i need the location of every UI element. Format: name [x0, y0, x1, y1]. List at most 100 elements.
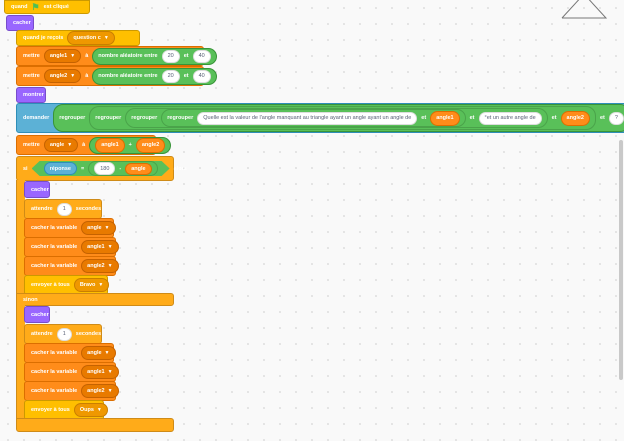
broadcast-label: envoyer à tous	[31, 282, 70, 288]
minus-label: -	[119, 165, 122, 172]
hide-variable-label: cacher la variable	[31, 369, 78, 375]
then-label: alors	[173, 165, 187, 172]
hat-label: quand	[11, 4, 28, 10]
variable-dropdown[interactable]: angle▼	[81, 346, 116, 360]
chevron-down-icon: ▼	[103, 35, 109, 41]
chevron-down-icon: ▼	[70, 73, 76, 79]
show-block[interactable]: montrer	[16, 87, 46, 103]
join-operator[interactable]: regrouper Quelle est la valeur de l'angl…	[161, 109, 466, 127]
hide-variable-block[interactable]: cacher la variable angle▼	[24, 343, 116, 363]
plus-label: +	[128, 142, 132, 148]
text-field[interactable]: °et un autre angle de	[478, 111, 542, 125]
set-label: mettre	[23, 142, 40, 148]
answer-reporter[interactable]: réponse	[44, 162, 77, 175]
set-variable-block[interactable]: mettre angle▼ à angle1+angle2	[16, 135, 172, 155]
set-label: mettre	[23, 73, 40, 79]
equals-operator[interactable]: réponse = 180 - angle	[32, 161, 170, 176]
join-operator[interactable]: regrouper regrouper regrouper Quelle est…	[89, 106, 596, 130]
hide-variable-block[interactable]: cacher la variable angle1▼	[24, 362, 119, 382]
chevron-down-icon: ▼	[98, 282, 104, 288]
join-operator[interactable]: regrouper regrouper Quelle est la valeur…	[125, 108, 548, 128]
and-label: et	[551, 115, 557, 121]
broadcast-block[interactable]: envoyer à tous Bravo▼	[24, 275, 110, 295]
variable-dropdown[interactable]: angle1▼	[81, 365, 119, 379]
and-label: et	[599, 115, 605, 121]
wait-label: attendre	[31, 206, 53, 212]
join-label: regrouper	[167, 115, 194, 121]
hide-block[interactable]: cacher	[24, 181, 50, 198]
variable-reporter[interactable]: angle2	[135, 137, 166, 153]
number-field[interactable]: 40	[192, 49, 211, 63]
to-label: à	[82, 142, 86, 148]
join-label: regrouper	[131, 115, 158, 121]
number-field[interactable]: 20	[161, 69, 180, 83]
hide-block[interactable]: cacher	[24, 306, 50, 323]
message-dropdown[interactable]: Oups▼	[73, 403, 108, 417]
message-dropdown[interactable]: question c▼	[67, 31, 115, 45]
when-flag-clicked-block[interactable]: quand ⚑ est cliqué	[4, 0, 90, 14]
wait-block[interactable]: attendre 1 secondes	[24, 199, 102, 219]
wait-block[interactable]: attendre 1 secondes	[24, 324, 102, 344]
hide-variable-block[interactable]: cacher la variable angle2▼	[24, 256, 119, 276]
chevron-down-icon: ▼	[107, 263, 113, 269]
hide-block[interactable]: cacher	[6, 15, 34, 31]
seconds-label: secondes	[75, 331, 102, 337]
equals-label: =	[81, 165, 85, 172]
and-label: et	[469, 115, 475, 121]
and-label: et	[183, 73, 189, 79]
chevron-down-icon: ▼	[67, 142, 73, 148]
variable-dropdown[interactable]: angle▼	[81, 221, 116, 235]
number-field[interactable]: 20	[161, 49, 180, 63]
join-label: regrouper	[59, 115, 86, 121]
variable-dropdown[interactable]: angle2▼	[81, 259, 119, 273]
variable-reporter[interactable]: angle1	[430, 110, 460, 126]
number-field[interactable]: 40	[192, 69, 211, 83]
green-flag-icon: ⚑	[31, 1, 40, 12]
if-else-block[interactable]: si réponse = 180 - angle alors	[16, 156, 187, 181]
subtract-operator[interactable]: 180 - angle	[88, 161, 157, 176]
variable-dropdown[interactable]: angle2▼	[43, 69, 82, 83]
variable-dropdown[interactable]: angle1▼	[43, 49, 82, 63]
chevron-down-icon: ▼	[104, 350, 110, 356]
hide-label: cacher	[31, 186, 49, 193]
show-label: montrer	[23, 92, 44, 98]
when-receive-label: quand je reçois	[23, 35, 64, 41]
hide-variable-block[interactable]: cacher la variable angle▼	[24, 218, 116, 238]
vertical-scrollbar[interactable]	[619, 140, 623, 380]
random-label: nombre aléatoire entre	[98, 73, 158, 79]
random-label: nombre aléatoire entre	[98, 53, 158, 59]
variable-dropdown[interactable]: angle2▼	[81, 384, 119, 398]
number-field[interactable]: 1	[56, 327, 72, 341]
variable-reporter[interactable]: angle1	[95, 137, 125, 153]
chevron-down-icon: ▼	[107, 244, 113, 250]
else-block: sinon	[16, 293, 174, 306]
ask-block[interactable]: demander regrouper regrouper regrouper r…	[16, 103, 624, 133]
message-dropdown[interactable]: Bravo▼	[73, 278, 110, 292]
hat-tail: est cliqué	[43, 4, 69, 10]
variable-dropdown[interactable]: angle▼	[43, 138, 79, 152]
broadcast-block[interactable]: envoyer à tous Oups▼	[24, 400, 108, 420]
add-operator[interactable]: angle1+angle2	[89, 136, 172, 154]
variable-reporter[interactable]: angle2	[560, 110, 590, 126]
number-field[interactable]: 1	[56, 202, 72, 216]
when-i-receive-block[interactable]: quand je reçois question c▼	[16, 30, 140, 46]
text-field[interactable]: Quelle est la valeur de l'angle manquant…	[197, 111, 418, 125]
hide-variable-label: cacher la variable	[31, 350, 78, 356]
hide-variable-block[interactable]: cacher la variable angle2▼	[24, 381, 119, 401]
variable-dropdown[interactable]: angle1▼	[81, 240, 119, 254]
chevron-down-icon: ▼	[70, 53, 76, 59]
join-operator[interactable]: regrouper regrouper regrouper regrouper …	[53, 104, 624, 132]
to-label: à	[85, 73, 89, 79]
number-field[interactable]: 180	[94, 162, 115, 175]
join-label: regrouper	[95, 115, 122, 121]
to-label: à	[85, 53, 89, 59]
if-else-end	[16, 418, 174, 432]
hide-variable-block[interactable]: cacher la variable angle1▼	[24, 237, 119, 257]
text-field[interactable]: ?	[608, 111, 624, 125]
variable-reporter[interactable]: angle	[125, 163, 151, 175]
hide-label: cacher	[31, 311, 49, 318]
